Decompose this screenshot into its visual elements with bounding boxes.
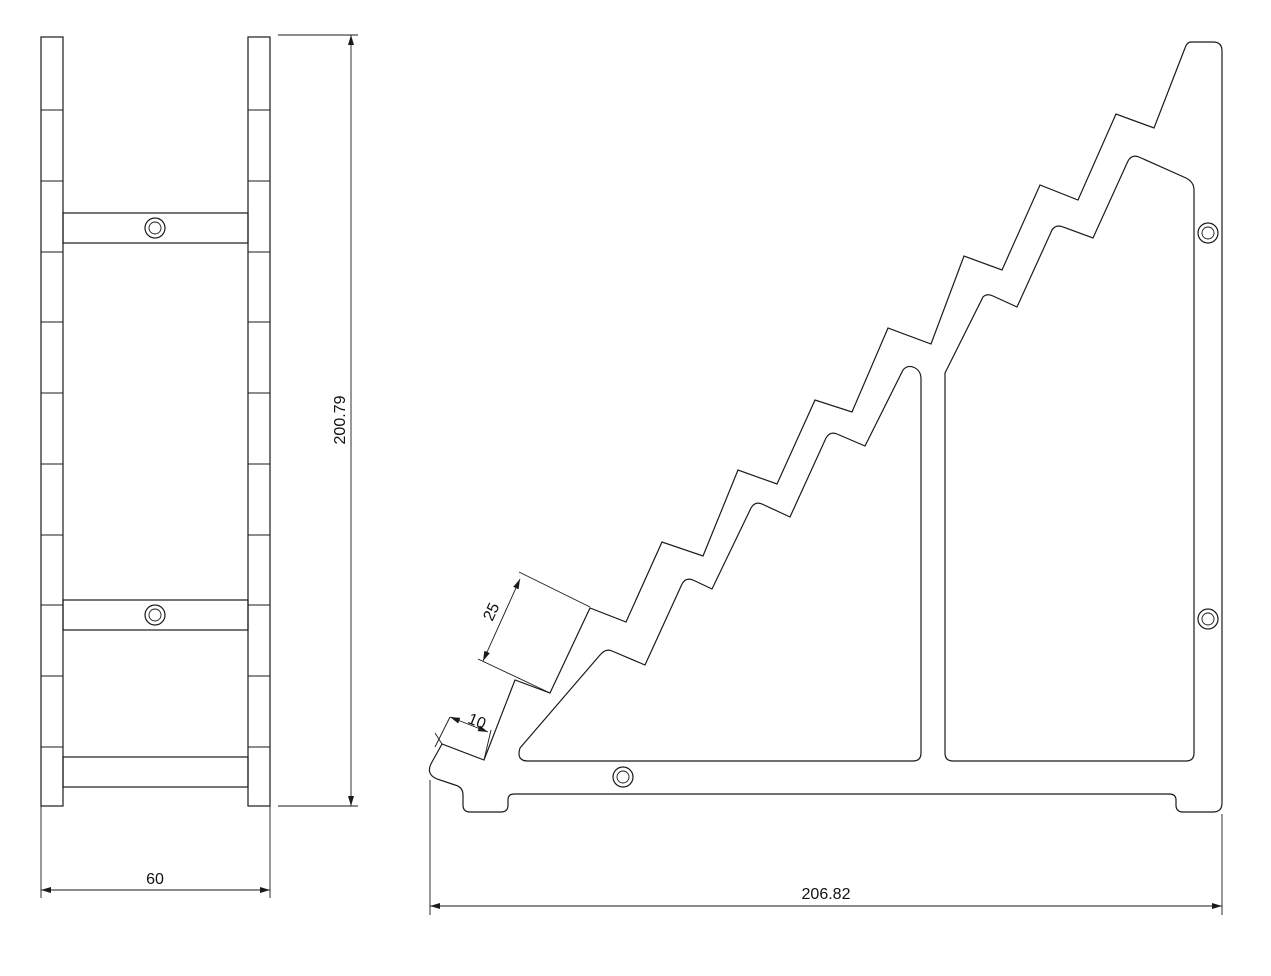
step-height-label: 25 [480,600,503,623]
front-width-label: 206.82 [802,886,851,903]
step-depth-dimension: 10 [434,711,492,761]
screw-hole-front-right-top [1197,222,1219,244]
width-dimension-label: 60 [146,871,164,888]
front-outline [428,41,1223,813]
right-rail [247,36,271,807]
screw-hole-top [144,217,166,239]
width-dimension: 60 [40,806,271,898]
screw-hole-front-right-middle [1197,608,1219,630]
cross-bar-top [62,212,249,244]
front-width-dimension: 206.82 [429,780,1223,915]
height-dimension-label: 200.79 [332,395,349,444]
side-view: 200.79 60 [40,34,358,898]
screw-hole-middle [144,604,166,626]
rail-ticks [41,109,270,748]
left-rail [40,36,64,807]
step-height-dimension: 25 [477,571,591,694]
screw-hole-front-bottom [612,766,634,788]
step-depth-label: 10 [465,711,488,733]
height-dimension: 200.79 [278,34,358,807]
front-view: 25 10 206.82 [428,41,1223,915]
cross-bar-bottom [62,756,249,788]
inner-panel-left [518,365,922,762]
inner-panel-right [944,155,1195,762]
cross-bar-middle [62,599,249,631]
